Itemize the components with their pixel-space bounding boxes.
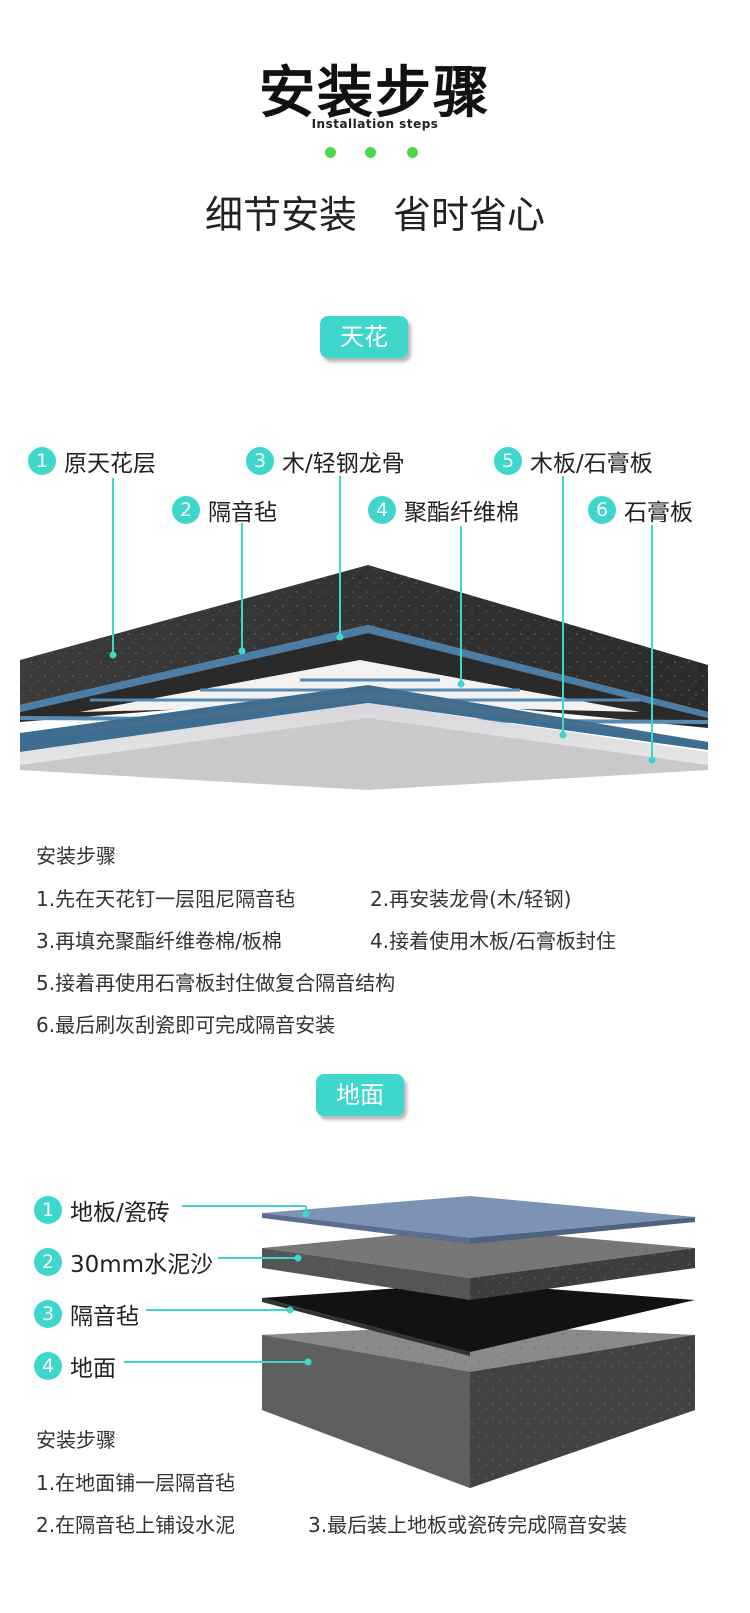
ceiling-steps-title: 安装步骤 [36, 844, 116, 868]
ceiling-step: 1.先在天花钉一层阻尼隔音毡 [36, 887, 296, 911]
floor-label-2: 2 30mm水泥沙 [34, 1245, 213, 1279]
floor-label-3: 3 隔音毡 [34, 1297, 139, 1331]
ceiling-label-6: 6 石膏板 [588, 493, 693, 527]
label-text: 聚酯纤维棉 [404, 500, 519, 526]
label-text: 地面 [70, 1356, 116, 1382]
floor-badge: 地面 [316, 1074, 404, 1116]
page-title: 安装步骤 [259, 61, 491, 126]
ceiling-label-3: 3 木/轻钢龙骨 [246, 444, 405, 478]
ceiling-step: 5.接着再使用石膏板封住做复合隔音结构 [36, 971, 396, 995]
floor-steps-title: 安装步骤 [36, 1428, 116, 1452]
label-text: 木/轻钢龙骨 [282, 451, 405, 477]
slogan-part: 细节安装 [204, 193, 357, 237]
decor-dot [365, 147, 376, 158]
number-badge: 5 [494, 447, 522, 475]
ceiling-step: 6.最后刷灰刮瓷即可完成隔音安装 [36, 1013, 336, 1037]
floor-label-4: 4 地面 [34, 1349, 116, 1383]
ceiling-step: 4.接着使用木板/石膏板封住 [370, 929, 616, 953]
decor-dot [407, 147, 418, 158]
ceiling-label-1: 1 原天花层 [28, 444, 156, 478]
number-badge: 3 [246, 447, 274, 475]
number-badge: 2 [34, 1248, 62, 1276]
label-text: 木板/石膏板 [530, 451, 653, 477]
floor-step: 2.在隔音毡上铺设水泥 [36, 1513, 236, 1537]
label-text: 原天花层 [64, 451, 156, 477]
ceiling-badge: 天花 [320, 316, 408, 358]
number-badge: 4 [34, 1352, 62, 1380]
label-text: 隔音毡 [70, 1304, 139, 1330]
number-badge: 6 [588, 496, 616, 524]
label-text: 隔音毡 [208, 500, 277, 526]
number-badge: 1 [34, 1196, 62, 1224]
slogan-part: 省时省心 [393, 193, 546, 237]
number-badge: 3 [34, 1300, 62, 1328]
ceiling-label-4: 4 聚酯纤维棉 [368, 493, 519, 527]
floor-step: 3.最后装上地板或瓷砖完成隔音安装 [308, 1513, 628, 1537]
label-text: 地板/瓷砖 [70, 1200, 170, 1226]
ceiling-label-2: 2 隔音毡 [172, 493, 277, 527]
number-badge: 1 [28, 447, 56, 475]
floor-step: 1.在地面铺一层隔音毡 [36, 1471, 236, 1495]
page-subtitle: Installation steps [311, 117, 439, 131]
label-text: 30mm水泥沙 [70, 1252, 214, 1278]
floor-label-1: 1 地板/瓷砖 [34, 1193, 170, 1227]
number-badge: 2 [172, 496, 200, 524]
decor-dot [325, 147, 336, 158]
slogan: 细节安装 省时省心 [0, 184, 750, 239]
floor-layers-illustration [124, 1196, 695, 1488]
ceiling-label-5: 5 木板/石膏板 [494, 444, 653, 478]
ceiling-step: 2.再安装龙骨(木/轻钢) [370, 887, 572, 911]
ceiling-step: 3.再填充聚酯纤维卷棉/板棉 [36, 929, 282, 953]
label-text: 石膏板 [624, 500, 693, 526]
number-badge: 4 [368, 496, 396, 524]
